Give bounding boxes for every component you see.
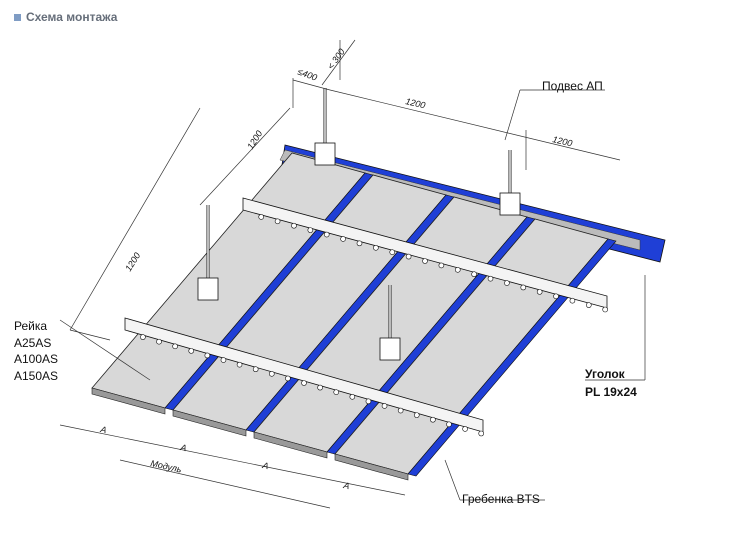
comb-tooth [536,289,543,295]
comb-tooth [454,267,461,273]
comb-tooth [553,293,559,300]
callout-labels: Подвес АП Рейка A25AS A100AS A150AS Угол… [14,79,637,506]
dim-300: < 300 [325,47,346,71]
comb-tooth [397,407,404,414]
comb-tooth [301,380,307,386]
comb-tooth [430,416,436,423]
comb-tooth [291,222,297,229]
comb-tooth [258,214,265,220]
label-carrier: Гребенка BTS [462,492,540,506]
comb-tooth [333,389,340,395]
panel-edge [172,409,247,437]
comb-tooth [569,297,576,304]
comb-tooth [487,275,494,282]
comb-tooth [236,361,243,368]
dim-1200-diag: 1200 [245,129,264,151]
square-bullet-icon [14,13,21,21]
dim-a-2: A [179,442,188,453]
comb-tooth [285,375,291,382]
comb-tooth [323,231,330,238]
panel-edge [334,453,409,481]
comb-tooth [317,384,323,391]
panel-edge [91,387,166,415]
dim-a-3: A [261,460,270,471]
comb-tooth [373,244,379,251]
comb-tooth [356,240,363,247]
section-title: Схема монтажа [26,10,118,24]
comb-tooth [446,421,452,428]
comb-tooth [307,227,314,233]
dim-module: Модуль [150,458,183,474]
dim-a-4: A [342,480,351,491]
comb-tooth [172,343,178,350]
comb-tooth [188,348,195,354]
comb-tooth [156,338,162,345]
label-hanger: Подвес АП [542,79,603,93]
label-rail-title: Рейка [14,319,47,333]
comb-tooth [268,371,275,377]
comb-tooth [422,258,428,264]
ceiling-assembly [91,88,666,481]
comb-tooth [140,334,146,340]
dim-1200-left: 1200 [123,251,142,273]
label-rail-1: A25AS [14,336,51,350]
section-header: Схема монтажа [14,10,117,24]
comb-tooth [274,218,281,225]
label-corner-title: Уголок [585,367,626,381]
hanger-clip [314,142,336,166]
comb-tooth [381,403,388,409]
hanger-clip [379,337,401,361]
comb-tooth [520,284,527,291]
comb-tooth [504,280,510,286]
comb-tooth [365,398,372,405]
label-corner-model: PL 19x24 [585,385,637,399]
label-rail-3: A150AS [14,369,58,383]
dim-400: ≤400 [296,66,318,82]
hanger-clip [197,277,219,301]
comb-tooth [252,366,259,373]
comb-tooth [389,249,396,255]
dim-a-1: A [99,424,108,435]
dimension-lines [59,39,646,509]
comb-tooth [602,306,608,313]
comb-tooth [438,262,445,269]
comb-tooth [204,352,211,359]
panel-edge [253,431,328,459]
comb-tooth [462,426,468,432]
comb-tooth [478,430,485,437]
comb-tooth [405,253,412,260]
dim-1200-top: 1200 [405,96,427,110]
comb-tooth [585,302,592,308]
comb-tooth [413,412,420,418]
comb-tooth [220,357,227,363]
hanger-clip [499,192,521,216]
comb-tooth [340,236,346,242]
comb-tooth [471,271,477,278]
label-rail-2: A100AS [14,352,58,366]
comb-tooth [349,393,356,400]
dim-1200-right: 1200 [552,134,574,148]
